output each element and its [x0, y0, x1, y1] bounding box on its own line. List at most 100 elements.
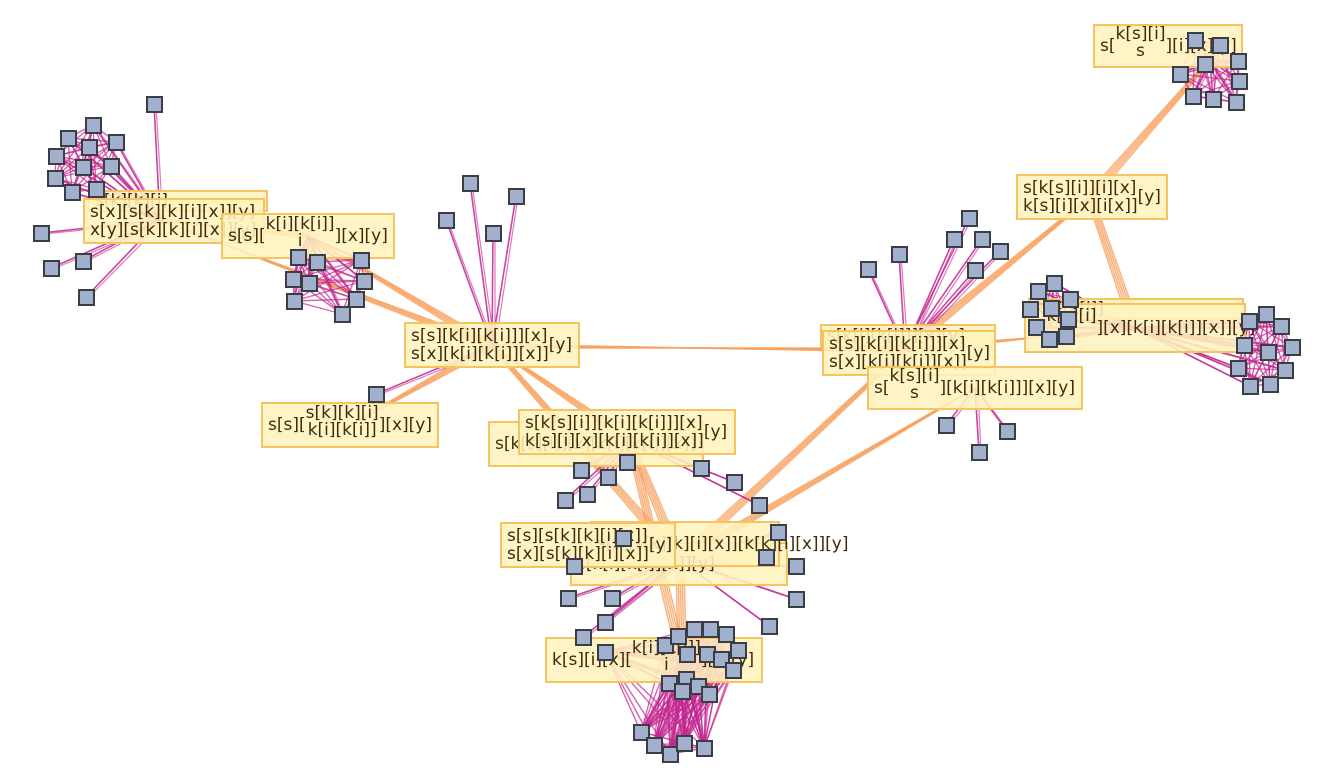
- graph-node[interactable]: [670, 628, 687, 645]
- graph-node[interactable]: [1041, 331, 1058, 348]
- graph-node[interactable]: [286, 293, 303, 310]
- graph-node[interactable]: [751, 497, 768, 514]
- graph-node[interactable]: [508, 188, 525, 205]
- graph-node[interactable]: [573, 462, 590, 479]
- graph-node[interactable]: [353, 252, 370, 269]
- graph-node[interactable]: [75, 159, 92, 176]
- graph-node[interactable]: [961, 210, 978, 227]
- graph-node[interactable]: [788, 591, 805, 608]
- graph-node[interactable]: [557, 492, 574, 509]
- graph-node[interactable]: [974, 231, 991, 248]
- graph-node[interactable]: [566, 558, 583, 575]
- graph-node[interactable]: [615, 530, 632, 547]
- graph-node[interactable]: [701, 686, 718, 703]
- graph-node[interactable]: [1230, 360, 1247, 377]
- graph-node[interactable]: [597, 644, 614, 661]
- graph-node[interactable]: [702, 621, 719, 638]
- graph-node[interactable]: [43, 260, 60, 277]
- graph-node[interactable]: [1172, 66, 1189, 83]
- graph-node[interactable]: [758, 549, 775, 566]
- graph-node[interactable]: [60, 130, 77, 147]
- graph-node[interactable]: [1262, 376, 1279, 393]
- graph-node[interactable]: [33, 225, 50, 242]
- graph-node[interactable]: [693, 460, 710, 477]
- graph-node[interactable]: [999, 423, 1016, 440]
- graph-node[interactable]: [1028, 319, 1045, 336]
- graph-node[interactable]: [891, 246, 908, 263]
- graph-node[interactable]: [368, 386, 385, 403]
- graph-node[interactable]: [1242, 378, 1259, 395]
- graph-node[interactable]: [646, 737, 663, 754]
- graph-node[interactable]: [718, 626, 735, 643]
- graph-node[interactable]: [47, 170, 64, 187]
- graph-node[interactable]: [600, 469, 617, 486]
- graph-node[interactable]: [770, 524, 787, 541]
- graph-node[interactable]: [78, 289, 95, 306]
- graph-node[interactable]: [725, 662, 742, 679]
- graph-node[interactable]: [676, 735, 693, 752]
- graph-node[interactable]: [575, 629, 592, 646]
- graph-node[interactable]: [619, 454, 636, 471]
- graph-node[interactable]: [657, 637, 674, 654]
- graph-node[interactable]: [604, 590, 621, 607]
- graph-node[interactable]: [1062, 291, 1079, 308]
- graph-node[interactable]: [64, 184, 81, 201]
- graph-node[interactable]: [1212, 37, 1229, 54]
- graph-node[interactable]: [597, 614, 614, 631]
- graph-node[interactable]: [462, 175, 479, 192]
- graph-node[interactable]: [761, 618, 778, 635]
- graph-node[interactable]: [1284, 339, 1301, 356]
- graph-node[interactable]: [1060, 311, 1077, 328]
- graph-node[interactable]: [560, 590, 577, 607]
- graph-node[interactable]: [301, 275, 318, 292]
- graph-node[interactable]: [1205, 91, 1222, 108]
- graph-node[interactable]: [485, 225, 502, 242]
- graph-node[interactable]: [1043, 300, 1060, 317]
- graph-node[interactable]: [334, 306, 351, 323]
- graph-node[interactable]: [1185, 88, 1202, 105]
- graph-node[interactable]: [679, 646, 696, 663]
- graph-node[interactable]: [1030, 283, 1047, 300]
- graph-node[interactable]: [81, 139, 98, 156]
- graph-node[interactable]: [1022, 301, 1039, 318]
- graph-node[interactable]: [946, 231, 963, 248]
- graph-node[interactable]: [860, 261, 877, 278]
- graph-node[interactable]: [1236, 337, 1253, 354]
- graph-node[interactable]: [108, 134, 125, 151]
- graph-node[interactable]: [1187, 32, 1204, 49]
- graph-node[interactable]: [1277, 362, 1294, 379]
- graph-node[interactable]: [1260, 344, 1277, 361]
- graph-node[interactable]: [938, 417, 955, 434]
- graph-node[interactable]: [1058, 328, 1075, 345]
- graph-node[interactable]: [1046, 275, 1063, 292]
- graph-node[interactable]: [967, 262, 984, 279]
- graph-node[interactable]: [1230, 53, 1247, 70]
- graph-node[interactable]: [309, 254, 326, 271]
- graph-node[interactable]: [88, 181, 105, 198]
- graph-node[interactable]: [285, 271, 302, 288]
- graph-node[interactable]: [85, 117, 102, 134]
- graph-node[interactable]: [103, 158, 120, 175]
- graph-node[interactable]: [662, 746, 679, 763]
- graph-node[interactable]: [1228, 94, 1245, 111]
- graph-node[interactable]: [1258, 306, 1275, 323]
- graph-node[interactable]: [48, 148, 65, 165]
- graph-node[interactable]: [579, 486, 596, 503]
- graph-node[interactable]: [674, 683, 691, 700]
- graph-node[interactable]: [75, 253, 92, 270]
- graph-node[interactable]: [1241, 313, 1258, 330]
- graph-node[interactable]: [971, 444, 988, 461]
- graph-node[interactable]: [1197, 56, 1214, 73]
- graph-node[interactable]: [686, 621, 703, 638]
- graph-node[interactable]: [1273, 318, 1290, 335]
- graph-node[interactable]: [348, 291, 365, 308]
- graph-node[interactable]: [146, 96, 163, 113]
- graph-node[interactable]: [290, 249, 307, 266]
- graph-node[interactable]: [788, 558, 805, 575]
- graph-node[interactable]: [1231, 73, 1248, 90]
- graph-node[interactable]: [356, 273, 373, 290]
- graph-node[interactable]: [633, 724, 650, 741]
- graph-node[interactable]: [992, 243, 1009, 260]
- graph-node[interactable]: [726, 474, 743, 491]
- graph-node[interactable]: [438, 212, 455, 229]
